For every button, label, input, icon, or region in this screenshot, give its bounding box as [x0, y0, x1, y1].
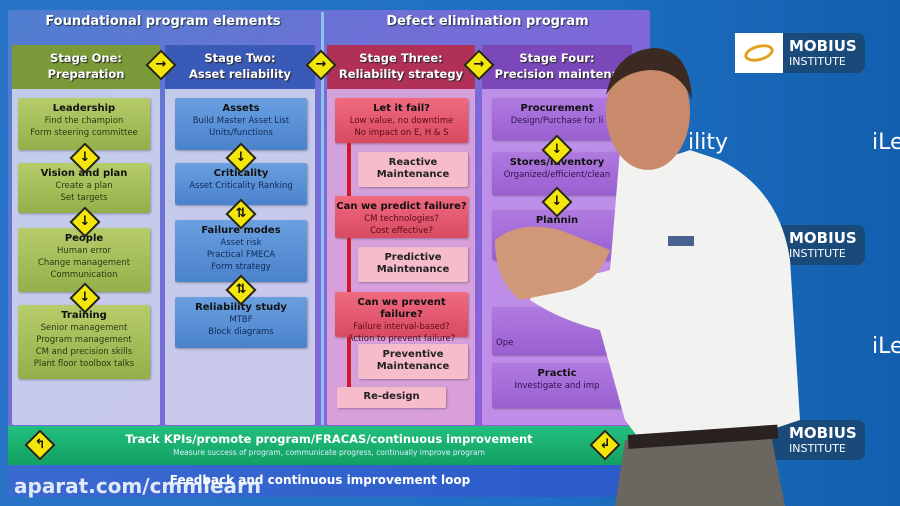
stage-title: Stage Four:: [519, 51, 595, 65]
stage-subtitle: Reliability strategy: [338, 67, 464, 81]
section-divider: [321, 12, 324, 425]
red-arrow: [347, 337, 351, 387]
kpi-title: Track KPIs/promote program/FRACAS/contin…: [125, 432, 533, 446]
box-reactive-maintenance: Reactive Maintenance: [358, 152, 468, 187]
background-text: iLe: [872, 334, 900, 359]
box-prevent-failure: Can we prevent failure?Failure interval-…: [335, 292, 468, 344]
kpi-bar: Track KPIs/promote program/FRACAS/contin…: [8, 426, 650, 465]
section-title-foundational: Foundational program elements: [45, 14, 281, 29]
stage-two-header: Stage Two: Asset reliability: [165, 45, 315, 89]
stage-three-column: Stage Three: Reliability strategy Let it …: [327, 45, 475, 425]
stage-three-header: Stage Three: Reliability strategy: [327, 45, 475, 89]
stage-subtitle: Asset reliability: [188, 67, 292, 81]
section-title-defect: Defect elimination program: [386, 14, 589, 29]
red-arrow: [347, 143, 351, 196]
stage-subtitle: Preparation: [47, 67, 125, 81]
stage-subtitle: Precision maintena: [494, 67, 620, 81]
background-text: ility: [688, 130, 728, 155]
stage-title: Stage Two:: [204, 51, 276, 65]
stage-four-header: Stage Four: Precision maintena: [482, 45, 632, 89]
stage-title: Stage Three:: [359, 51, 443, 65]
box-predict-failure: Can we predict failure?CM technologies?C…: [335, 196, 468, 238]
stage-one-header: Stage One: Preparation: [12, 45, 160, 89]
feedback-strip: [8, 465, 650, 497]
red-arrow: [347, 238, 351, 292]
box-predictive-maintenance: Predictive Maintenance: [358, 247, 468, 282]
feedback-loop-label: Feedback and continuous improvement loop: [169, 473, 471, 487]
stage-title: Stage One:: [50, 51, 122, 65]
mobius-ring-icon: [735, 33, 783, 73]
box-re-design: Re-design: [337, 387, 446, 408]
background-text: iLe: [872, 130, 900, 155]
kpi-subtitle: Measure success of program, communicate …: [173, 448, 485, 457]
box-preventive-maintenance: Preventive Maintenance: [358, 344, 468, 379]
watermark: aparat.com/cmmlearn: [14, 474, 262, 498]
